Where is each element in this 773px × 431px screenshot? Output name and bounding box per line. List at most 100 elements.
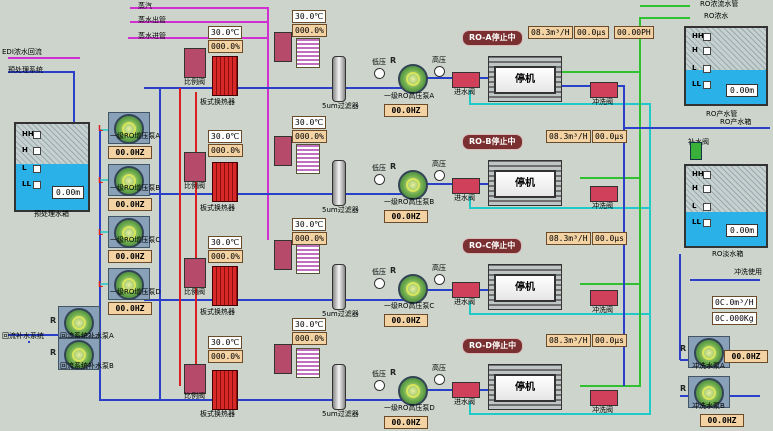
hp-pump-d-hz: 00.0HZ [384,416,428,429]
feed-pump-a-label: 一级RO增压泵A [110,132,161,140]
hx-b-label: 板式换热器 [200,204,235,212]
hp-pump-a-hz: 00.0HZ [384,104,428,117]
ro-tank-level-readout: 0.00m [726,84,759,97]
feed-valve-c[interactable] [452,282,480,298]
feed-pump-b[interactable] [114,166,144,196]
proportional-valve-c[interactable] [184,258,206,288]
filter-c-temp: 30.0℃ [292,218,327,231]
hx-a-pct: 000.0% [208,40,243,53]
flush-valve-c[interactable] [590,290,618,306]
ro-a-stop-button[interactable]: 停机 [494,66,556,94]
low-press-a-label: 低压 [372,58,386,66]
proportional-valve-a[interactable] [184,48,206,78]
steam-valve-c[interactable] [274,240,292,270]
filter-a-temp: 30.0℃ [292,10,327,23]
flush-valve-d[interactable] [590,390,618,406]
low-pressure-gauge-b [374,174,385,185]
makeup-valve[interactable] [690,142,702,160]
filter-a-label: 5um过滤器 [322,102,359,110]
flush-valve-d-label: 冲洗阀 [592,406,613,414]
feed-valve-d[interactable] [452,382,480,398]
boost-pump-a-label: 回流系统补水泵A [60,332,114,340]
hx-c-pct: 000.0% [208,250,243,263]
ro-b-stop-button[interactable]: 停机 [494,170,556,198]
steam-label: 蒸汽 [138,2,152,10]
ro-waste-label: RO浓流水管 [700,0,739,8]
steam-coil-d [296,348,320,378]
ro-c-stop-button[interactable]: 停机 [494,274,556,302]
flush-flow: 0C.0m³/H [712,296,757,309]
ro-prod-pipe-label: RO产水管 [706,110,738,118]
ro-a-flow: 08.3m³/H [528,26,573,39]
flush-valve-b[interactable] [590,186,618,202]
high-pressure-gauge-a [434,66,445,77]
flush-pump-b[interactable] [694,378,724,408]
ro-a-ph: 00.00PH [614,26,654,39]
steam-coil-a [296,38,320,68]
boost-pump-a[interactable] [64,308,94,338]
low-pressure-gauge-a [374,68,385,79]
hx-d-label: 板式换热器 [200,410,235,418]
filter-c-label: 5um过滤器 [322,310,359,318]
ro-b-flow: 08.3m³/H [546,130,591,143]
hp-pump-b-hz: 00.0HZ [384,210,428,223]
proportional-valve-b[interactable] [184,152,206,182]
filter-b-label: 5um过滤器 [322,206,359,214]
flush-pump-a-label: 冲洗水泵A [692,362,725,370]
hx-b-pct: 000.0% [208,144,243,157]
feed-valve-a[interactable] [452,72,480,88]
feed-valve-a-label: 进水阀 [454,88,475,96]
flush-pump-b-label: 冲洗水泵B [692,402,725,410]
feed-pump-d[interactable] [114,270,144,300]
hp-pump-c-label: 一级RO高压泵C [384,302,435,310]
filter-b [332,160,346,206]
backwash-system-label: 回流补水系统 [2,332,44,340]
flush-a-remote-indicator: R [680,344,687,353]
ro-c-cond: 00.0μs [592,232,627,245]
hx-a-temp: 30.0℃ [208,26,243,39]
filter-a [332,56,346,102]
steam-valve-d[interactable] [274,344,292,374]
flush-pump-a-hz: 00.0HZ [724,350,768,363]
cleaning-use-label: 冲洗使用 [734,268,762,276]
hp-pump-d[interactable] [398,376,428,406]
hp-pump-b[interactable] [398,170,428,200]
ro-d-cond: 00.0μs [592,334,627,347]
feed-valve-d-label: 进水阀 [454,398,475,406]
filter-b-pct: 000.0% [292,130,327,143]
steam-valve-b[interactable] [274,136,292,166]
proportional-valve-d[interactable] [184,364,206,394]
plate-heat-exchanger-d [212,370,238,410]
flush-pump-a[interactable] [694,338,724,368]
feed-pump-c[interactable] [114,218,144,248]
feed-pump-a[interactable] [114,114,144,144]
high-pressure-gauge-b [434,170,445,181]
flush-pump-b-hz: 00.0HZ [700,414,744,427]
steam-valve-a[interactable] [274,32,292,62]
feed-pump-d-hz: 00.0HZ [108,302,152,315]
valve-b-label: 比例阀 [184,182,205,190]
hx-b-temp: 30.0℃ [208,130,243,143]
filter-d-pct: 000.0% [292,332,327,345]
boost-pump-b[interactable] [64,340,94,370]
plate-heat-exchanger-b [212,162,238,202]
high-pressure-gauge-c [434,274,445,285]
hp-pump-c[interactable] [398,274,428,304]
hx-a-label: 板式换热器 [200,98,235,106]
low-pressure-gauge-c [374,278,385,289]
steam-coil-c [296,244,320,274]
boost-a-remote-indicator: R [50,316,57,325]
feed-pump-d-label: 一级RO增压泵D [110,288,161,296]
pretank-label: 预处理水箱 [34,210,69,218]
ro-d-stop-button[interactable]: 停机 [494,374,556,402]
low-press-d-label: 低压 [372,370,386,378]
edi-tank-level-readout: 0.00m [726,224,759,237]
plate-heat-exchanger-c [212,266,238,306]
ro-concentrate-label: RO浓水 [704,12,729,20]
flush-valve-a[interactable] [590,82,618,98]
hp-pump-a[interactable] [398,64,428,94]
boost-b-remote-indicator: R [50,348,57,357]
feed-d-local-indicator: L [98,280,104,289]
feed-valve-b[interactable] [452,178,480,194]
